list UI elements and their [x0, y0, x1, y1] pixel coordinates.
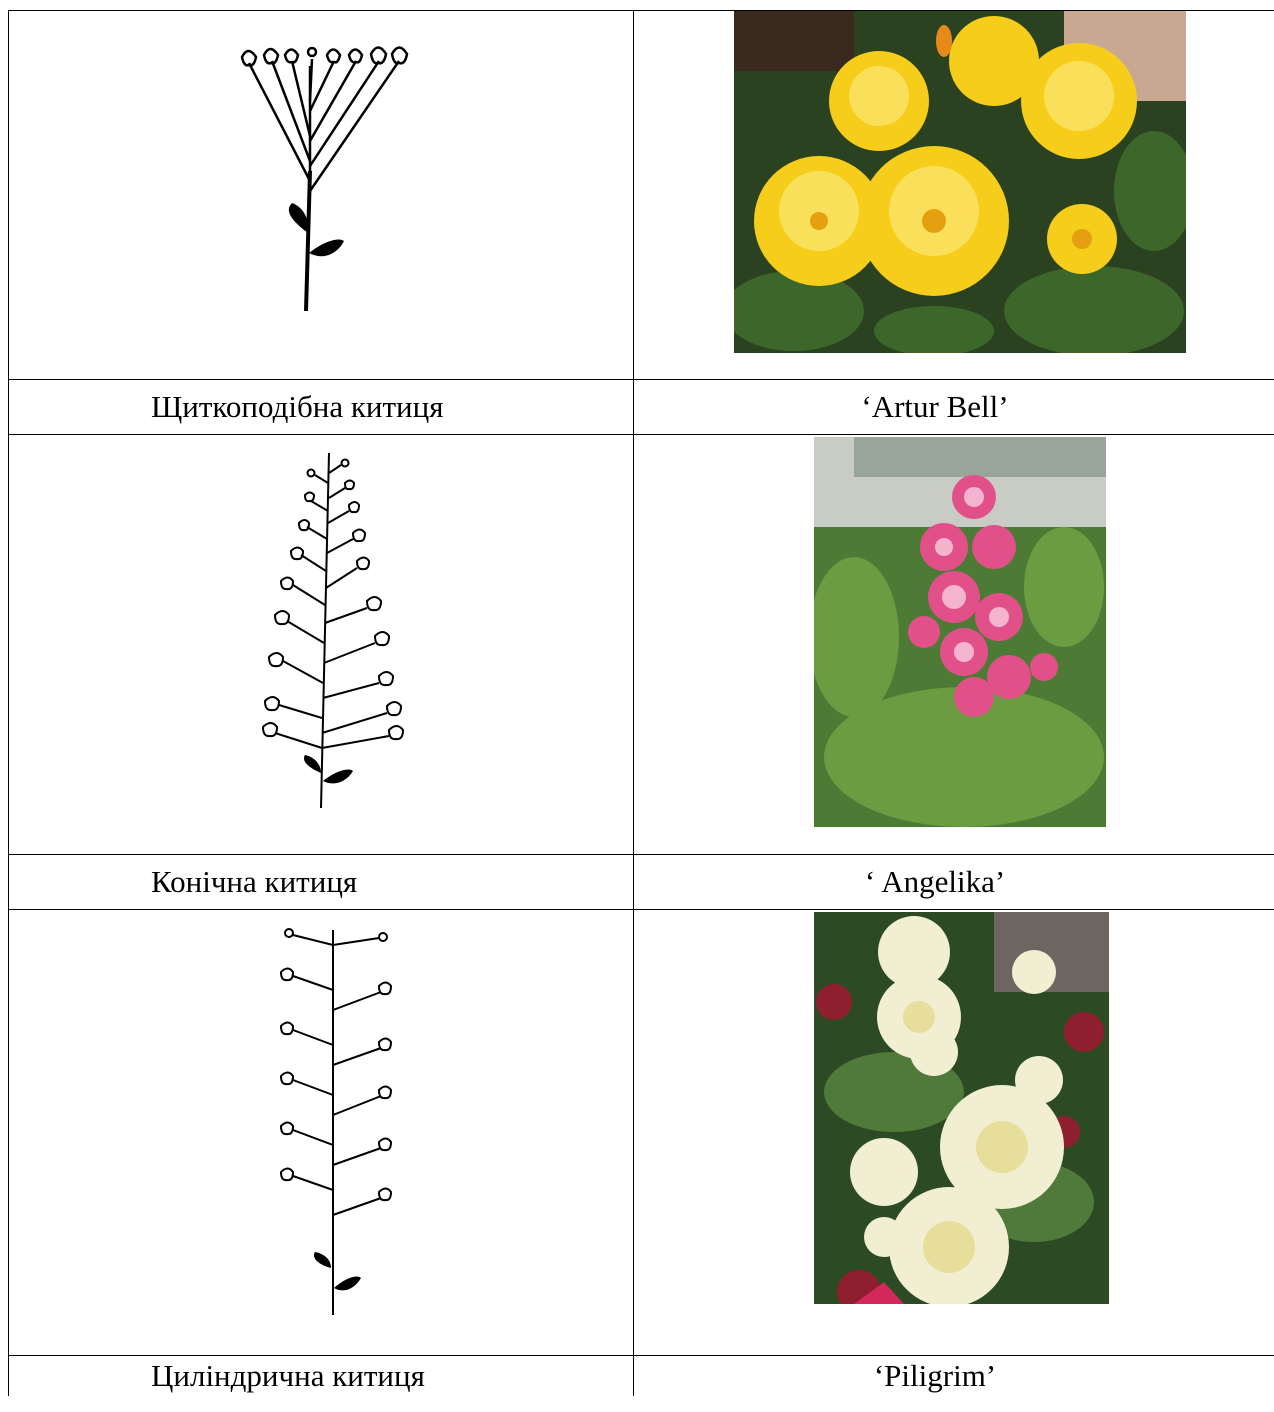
photo-cell-2: [634, 435, 1274, 855]
caption-cell-3: Циліндрична китиця: [9, 1356, 634, 1397]
rose-variety-label: ‘Artur Bell’: [861, 389, 1008, 424]
photo-cell-1: [634, 11, 1274, 380]
photo-cell-3: [634, 910, 1274, 1356]
angelika-rose-photo: [814, 437, 1106, 827]
caption-cell-1: Щиткоподібна китиця: [9, 380, 634, 435]
rose-variety-label: ‘ Angelika’: [865, 864, 1005, 899]
variety-cell-3: ‘Piligrim’: [634, 1356, 1274, 1397]
caption-cell-2: Конічна китиця: [9, 855, 634, 910]
inflorescence-table: Щиткоподібна китиця ‘Artur Bell’: [8, 10, 1274, 1396]
diagram-cell-1: [9, 11, 634, 380]
inflorescence-type-label: Щиткоподібна китиця: [151, 389, 444, 424]
artur-bell-rose-photo: [734, 11, 1186, 353]
diagram-cell-3: [9, 910, 634, 1356]
variety-cell-2: ‘ Angelika’: [634, 855, 1274, 910]
piligrim-rose-photo: [814, 912, 1109, 1304]
inflorescence-type-label: Конічна китиця: [151, 864, 357, 899]
variety-cell-1: ‘Artur Bell’: [634, 380, 1274, 435]
inflorescence-type-label: Циліндрична китиця: [151, 1358, 425, 1393]
rose-variety-label: ‘Piligrim’: [874, 1358, 996, 1393]
cylindrical-raceme-diagram-icon: [271, 920, 401, 1320]
diagram-cell-2: [9, 435, 634, 855]
conical-raceme-diagram-icon: [249, 443, 409, 813]
corymb-raceme-diagram-icon: [234, 41, 414, 316]
